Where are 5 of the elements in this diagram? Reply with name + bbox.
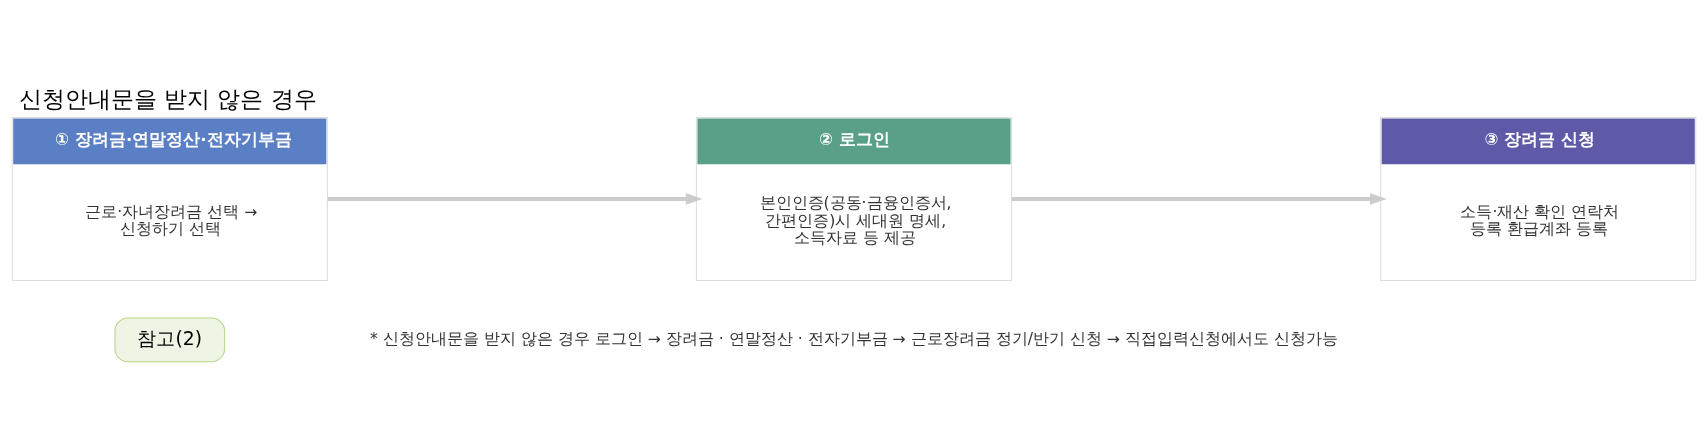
diagram-title: 신청안내문을 받지 않은 경우 — [18, 85, 317, 112]
arrow — [327, 193, 703, 205]
arrow — [1011, 193, 1387, 205]
label: * 신청안내문을 받지 않은 경우 로그인 → 장려금 · 연말정산 · 전자기부금 → 근로장려금 정기/반기 신청 → 직접입력신청에서도 신청가능 — [370, 328, 1338, 348]
node-box: 참고(2) — [114, 317, 226, 363]
